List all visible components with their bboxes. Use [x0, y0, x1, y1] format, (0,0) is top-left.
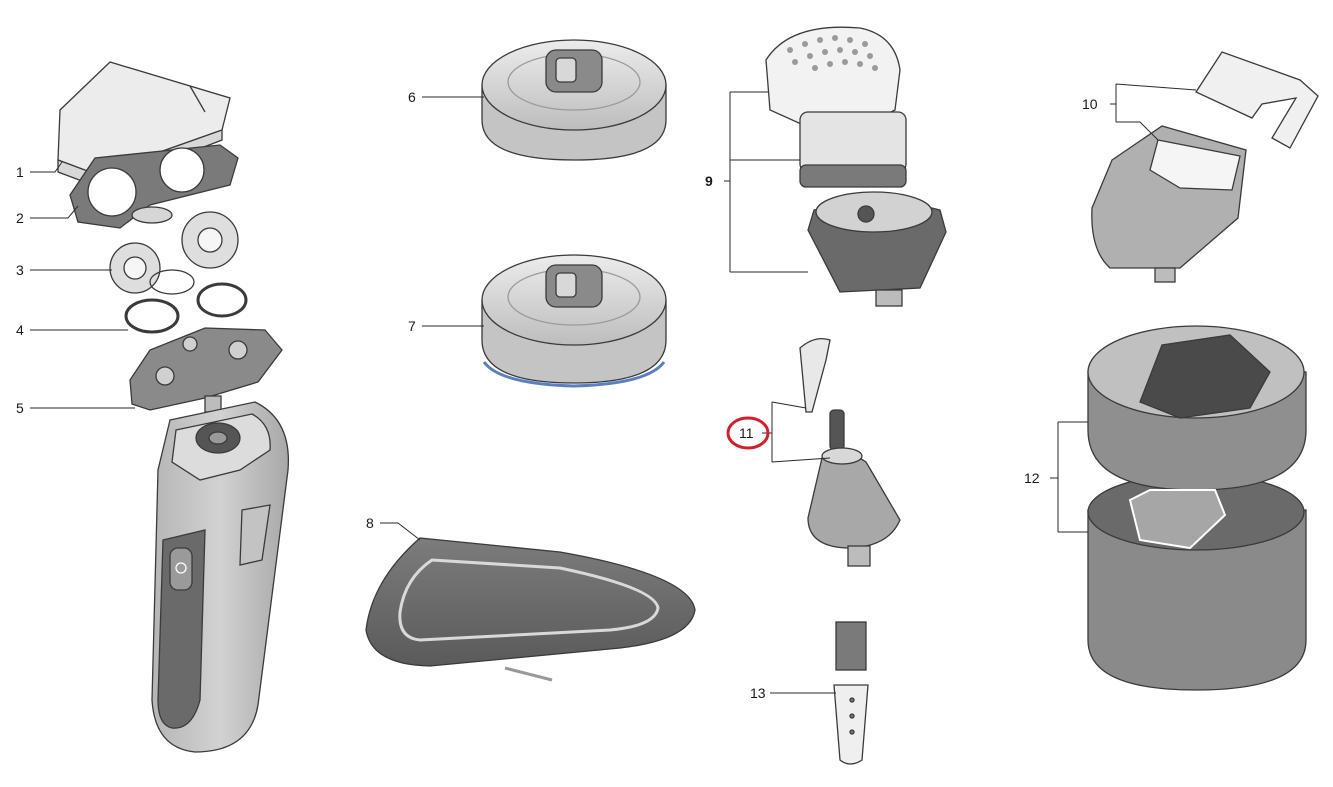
cleaning-pod-12	[1087, 325, 1307, 691]
part-label-10: 10	[1082, 96, 1098, 112]
part-label-11: 11	[739, 425, 754, 441]
part-label-8: 8	[366, 515, 374, 531]
beard-styler-10	[1091, 51, 1319, 283]
part-label-9: 9	[705, 173, 713, 189]
part-label-4: 4	[16, 322, 24, 338]
callout-lines	[30, 83, 1197, 694]
charging-stand-6	[481, 39, 667, 161]
part-label-5: 5	[16, 400, 24, 416]
travel-pouch-8	[365, 537, 696, 682]
charging-stand-7	[481, 254, 667, 388]
highlight-circle-11	[726, 416, 770, 450]
part-label-12: 12	[1024, 470, 1040, 486]
part-label-3: 3	[16, 262, 24, 278]
part-label-1: 1	[16, 164, 24, 180]
shaver-group	[57, 61, 290, 753]
nose-trimmer-11	[799, 337, 901, 567]
retaining-ring-right-shape	[196, 282, 248, 318]
part-label-6: 6	[408, 89, 416, 105]
part-label-2: 2	[16, 210, 24, 226]
retaining-ring-left-shape	[124, 298, 180, 334]
cleaning-brush-13	[833, 621, 869, 765]
part-label-7: 7	[408, 318, 416, 334]
cleansing-brush-9	[765, 26, 947, 307]
part-label-13: 13	[750, 685, 766, 701]
